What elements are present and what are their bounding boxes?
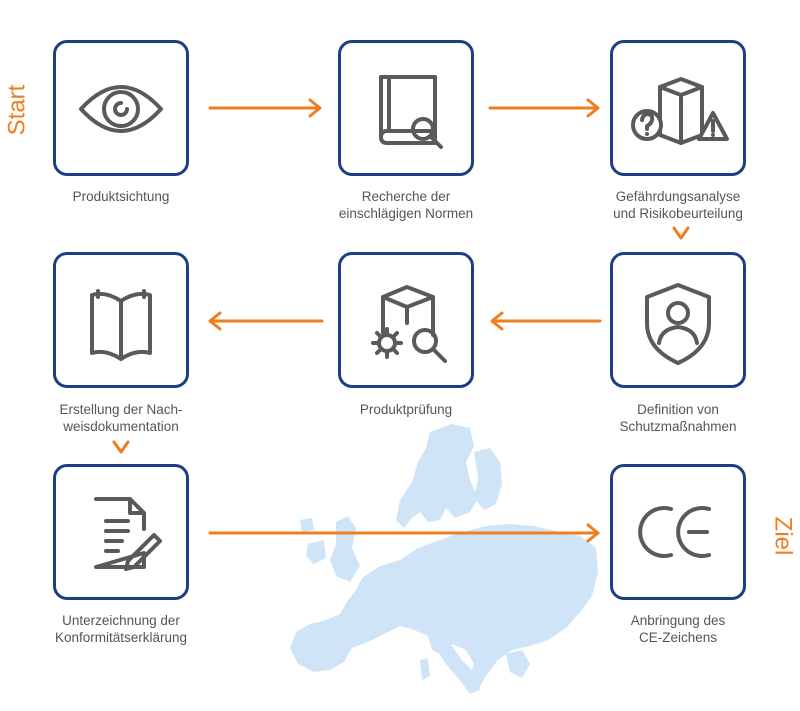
arrow-4-to-5 [490, 311, 602, 331]
step-box-nachweisdokumentation [53, 252, 189, 388]
step-label-schutzmassnahmen: Definition von Schutzmaßnahmen [619, 402, 737, 434]
step-label-recherche: Recherche der einschlägigen Normen [338, 189, 474, 221]
arrow-6-to-7 [112, 440, 130, 454]
step-label-produktpruefung: Produktprüfung [359, 402, 453, 417]
box-gear-search-icon [371, 285, 447, 363]
hazard-analysis-icon [631, 77, 729, 145]
book-search-icon [379, 75, 443, 149]
step-box-konformitaetserklaerung [53, 464, 189, 600]
step-label-produktsichtung: Produktsichtung [72, 189, 170, 204]
eye-icon [79, 85, 163, 133]
arrow-1-to-2 [208, 98, 322, 118]
arrow-7-to-8 [208, 523, 600, 543]
step-box-schutzmassnahmen [610, 252, 746, 388]
step-box-recherche [338, 40, 474, 176]
step-box-gefaehrdungsanalyse [610, 40, 746, 176]
step-label-gefaehrdungsanalyse: Gefährdungsanalyse und Risikobeurteilung [613, 189, 743, 221]
ce-mark-icon [638, 506, 711, 558]
arrow-2-to-3 [488, 98, 600, 118]
open-book-icon [90, 289, 152, 361]
document-sign-icon [94, 497, 162, 571]
arrow-5-to-6 [208, 311, 324, 331]
step-label-nachweisdokumentation: Erstellung der Nach- weisdokumentation [59, 402, 183, 434]
shield-person-icon [645, 283, 711, 365]
arrow-3-to-4 [672, 226, 690, 240]
step-box-ce-zeichen [610, 464, 746, 600]
step-label-konformitaetserklaerung: Unterzeichnung der Konformitätserklärung [54, 613, 188, 645]
step-box-produktsichtung [53, 40, 189, 176]
step-box-produktpruefung [338, 252, 474, 388]
step-label-ce-zeichen: Anbringung des CE-Zeichens [630, 613, 726, 645]
